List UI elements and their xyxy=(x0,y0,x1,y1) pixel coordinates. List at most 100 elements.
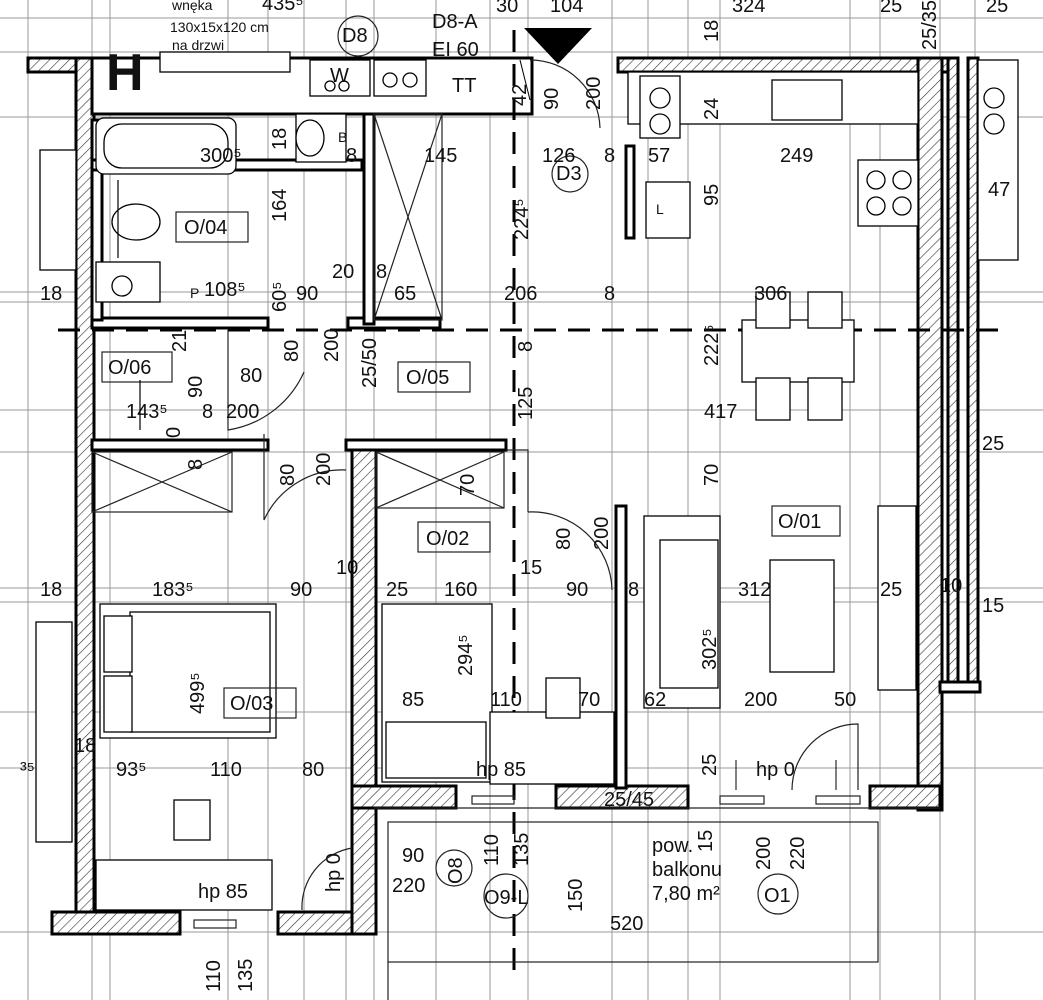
dim-r3-200: 200 xyxy=(321,329,343,362)
dim-r9-110: 110 xyxy=(490,689,522,711)
dim-21: 21 xyxy=(169,330,191,352)
dim-r7-8: 8 xyxy=(628,579,639,601)
level-marker-icon xyxy=(524,28,592,64)
shafts xyxy=(91,113,505,513)
wall-o02-left xyxy=(350,442,378,936)
dim-top-42: 42 xyxy=(509,84,531,106)
dim-b-15: 15 xyxy=(695,830,717,852)
door-swings xyxy=(227,59,859,911)
dim-306: 306 xyxy=(754,283,787,305)
dim-r7-10: 10 xyxy=(940,575,962,597)
dim-r3-90: 90 xyxy=(185,376,207,398)
wall-o02-right xyxy=(614,504,628,790)
dim-r9-200: 200 xyxy=(744,689,777,711)
dim-r6-15: 15 xyxy=(520,557,542,579)
dim-b-200: 200 xyxy=(753,837,775,870)
dim-r7-15: 15 xyxy=(982,595,1004,617)
dim-2245: 224⁵ xyxy=(511,198,533,240)
dim-r5-200: 200 xyxy=(313,453,335,486)
single-bed-pillow xyxy=(385,721,487,779)
dim-b-135b: 135 xyxy=(235,959,257,992)
dim-b-135: 135 xyxy=(511,833,533,866)
wall-bath-bottom xyxy=(90,438,270,452)
dim-b-90: 90 xyxy=(402,845,424,867)
dim-935: 93⁵ xyxy=(116,759,147,781)
dim-r2-18: 18 xyxy=(40,283,62,305)
balcony-line1: pow. xyxy=(652,835,693,857)
washbasin-bowl xyxy=(295,119,325,157)
wall-bottom-left xyxy=(50,910,182,936)
dim-r7-25: 25 xyxy=(386,579,408,601)
wall-o05-top xyxy=(346,316,442,330)
kitchen-sink xyxy=(771,79,843,121)
dim-160: 160 xyxy=(444,579,477,601)
dim-164: 164 xyxy=(269,189,291,222)
dim-top-104: 104 xyxy=(550,0,583,17)
room-o04: O/04 xyxy=(184,217,227,239)
dim-1835: 183⁵ xyxy=(152,579,194,601)
dim-r6-80: 80 xyxy=(553,528,575,550)
dim-top-24: 24 xyxy=(701,98,723,120)
balcony-line2: balkonu xyxy=(652,859,722,881)
dim-r10-25: 25 xyxy=(699,754,721,776)
fridge xyxy=(645,181,691,239)
dim-r1-18: 18 xyxy=(269,128,291,150)
dim-r2-8b: 8 xyxy=(604,283,615,305)
w-unit xyxy=(309,59,371,97)
dim-57: 57 xyxy=(648,145,670,167)
balcony-outline xyxy=(374,807,940,1000)
dim-r2-8: 8 xyxy=(376,261,387,283)
dim-top-200: 200 xyxy=(583,77,605,110)
boiler-valve xyxy=(111,275,133,297)
dim-3025: 302⁵ xyxy=(699,628,721,670)
wall-bottom-mid xyxy=(276,910,360,936)
dim-b-110b: 110 xyxy=(203,960,225,992)
dim-top-324: 324 xyxy=(732,0,765,17)
window-marks xyxy=(117,180,861,929)
dim-r3-80: 80 xyxy=(281,340,303,362)
dim-r5-8: 8 xyxy=(185,459,207,470)
dim-2550: 25/50 xyxy=(359,338,381,388)
dim-r4-25: 25 xyxy=(982,433,1004,455)
dim-2225: 222⁵ xyxy=(701,324,723,366)
hp0-left: hp 0 xyxy=(323,853,345,892)
dim-312: 312 xyxy=(738,579,771,601)
dim-95: 95 xyxy=(701,184,723,206)
sofa-seat xyxy=(659,539,719,689)
dim-3005: 300⁵ xyxy=(200,145,242,167)
dim-r7-25b: 25 xyxy=(880,579,902,601)
room-o03: O/03 xyxy=(230,693,273,715)
dim-4995: 499⁵ xyxy=(187,672,209,714)
dim-b-220: 220 xyxy=(392,875,425,897)
dim-top-90: 90 xyxy=(541,88,563,110)
dim-r6-10: 10 xyxy=(336,557,358,579)
dim-r10-80: 80 xyxy=(302,759,324,781)
dim-top-4355: 435⁵ xyxy=(262,0,304,15)
pillow-1 xyxy=(103,615,133,673)
dim-b-110: 110 xyxy=(481,834,503,866)
door-rating: EI 60 xyxy=(432,39,479,61)
hob xyxy=(857,159,919,227)
dim-top-30: 30 xyxy=(496,0,518,17)
dim-r9-18: 18 xyxy=(74,735,96,757)
dim-r4-0: 0 xyxy=(163,427,185,438)
dining-table xyxy=(741,319,855,383)
coffee-table xyxy=(769,559,835,673)
dim-b-150: 150 xyxy=(565,879,587,912)
b-label: B xyxy=(338,129,347,145)
dim-r5-80: 80 xyxy=(277,464,299,486)
wall-o04-right xyxy=(362,112,376,326)
dim-r5-70: 70 xyxy=(457,474,479,496)
dim-r6-200: 200 xyxy=(591,517,613,550)
wall-right xyxy=(916,56,944,812)
chair-1 xyxy=(755,291,791,329)
chair-3 xyxy=(755,377,791,421)
dim-249: 249 xyxy=(780,145,813,167)
dim-145: 145 xyxy=(424,145,457,167)
wall-right-bottom xyxy=(868,784,942,810)
dim-2945: 294⁵ xyxy=(455,634,477,676)
dim-r4-8: 8 xyxy=(202,401,213,423)
tv-unit xyxy=(877,505,917,691)
dimension-labels: 435⁵ 30 104 324 25 25/35 25 18 90 200 42… xyxy=(20,0,1010,992)
wall-corner-right xyxy=(938,680,982,694)
